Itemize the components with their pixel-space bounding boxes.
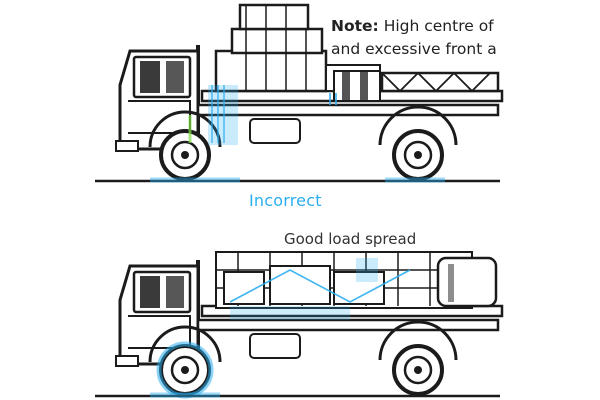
incorrect-label: Incorrect bbox=[249, 191, 322, 210]
note-line-2: and excessive front a bbox=[331, 40, 497, 58]
note-label: Note: bbox=[331, 17, 379, 35]
note-line-1: High centre of bbox=[383, 17, 494, 35]
bottom-truck bbox=[116, 251, 504, 399]
top-truck bbox=[116, 3, 504, 179]
note-text: Note: High centre of and excessive front … bbox=[331, 15, 600, 61]
correct-label: Good load spread bbox=[284, 230, 417, 248]
